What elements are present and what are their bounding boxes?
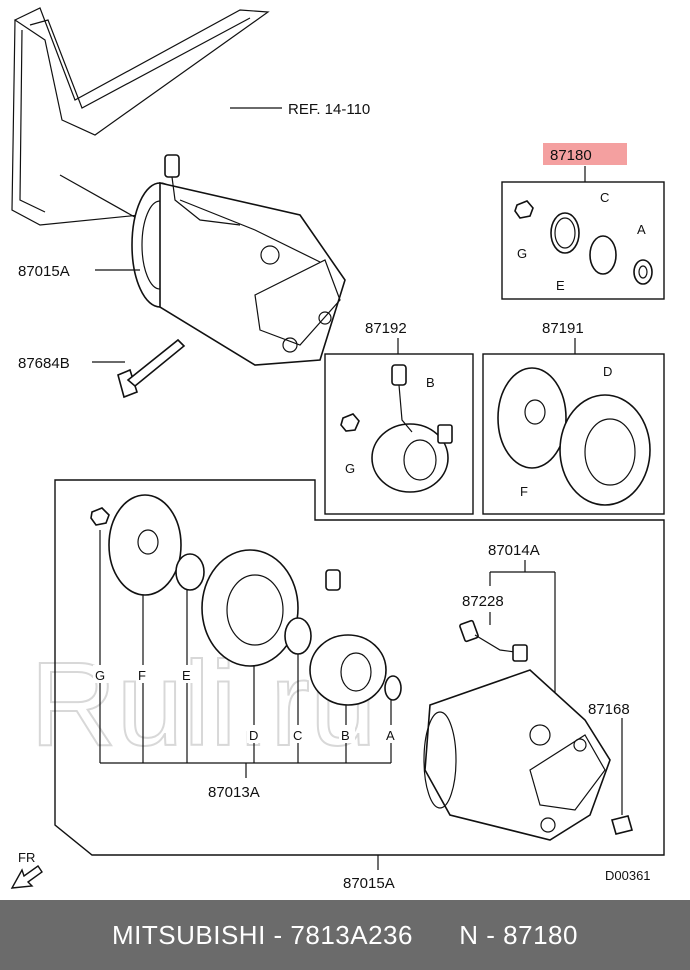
bottom-letters: G F E D C B A — [93, 665, 400, 743]
letter-g-3: G — [95, 668, 105, 683]
footer-text: MITSUBISHI - 7813A236 N - 87180 — [112, 919, 578, 950]
coil-kit-box — [324, 353, 474, 515]
callout-87684b: 87684B — [18, 355, 70, 372]
parts-diagram: Ruli.ru REF. 14-110 87015A 87684B 87180 — [10, 7, 665, 892]
seal-kit-parts — [514, 200, 653, 285]
callout-87014a: 87014A — [488, 542, 540, 559]
callout-87192: 87192 — [365, 320, 407, 337]
ref-label: REF. 14-110 — [288, 101, 370, 118]
letter-c-2: C — [293, 728, 302, 743]
harness — [459, 619, 528, 662]
letter-b-1: B — [426, 375, 435, 390]
letter-b-2: B — [341, 728, 350, 743]
fr-arrow-icon — [10, 865, 43, 889]
clutch-assy-parts — [90, 494, 402, 706]
seal-kit-box — [501, 181, 665, 300]
callout-87015a-bottom: 87015A — [343, 875, 395, 892]
callout-87191: 87191 — [542, 320, 584, 337]
drive-belt — [11, 7, 270, 226]
callout-87013a: 87013A — [208, 784, 260, 801]
coil-kit-parts — [340, 364, 453, 493]
letter-d-1: D — [603, 364, 612, 379]
compressor-top — [131, 154, 346, 366]
letter-g-1: G — [517, 246, 527, 261]
footer-bar: MITSUBISHI - 7813A236 N - 87180 — [0, 900, 690, 970]
letter-e-1: E — [556, 278, 565, 293]
diagram-code: D00361 — [605, 868, 651, 883]
clutch-kit-parts — [497, 367, 651, 506]
letter-c-1: C — [600, 190, 609, 205]
callout-87015a-top: 87015A — [18, 263, 70, 280]
highlight — [543, 143, 627, 165]
letter-a-1: A — [637, 222, 646, 237]
letter-d-2: D — [249, 728, 258, 743]
letter-e-2: E — [182, 668, 191, 683]
callout-87180: 87180 — [550, 147, 592, 164]
clutch-kit-box — [482, 353, 665, 515]
fr-label: FR — [18, 850, 35, 865]
assembly-frame — [54, 479, 665, 856]
compressor-bottom — [423, 669, 633, 841]
letter-a-2: A — [386, 728, 395, 743]
callout-87228: 87228 — [462, 593, 504, 610]
bolt — [117, 338, 186, 399]
letter-f-2: F — [138, 668, 146, 683]
callout-87168: 87168 — [588, 701, 630, 718]
letter-f-1: F — [520, 484, 528, 499]
letter-g-2: G — [345, 461, 355, 476]
